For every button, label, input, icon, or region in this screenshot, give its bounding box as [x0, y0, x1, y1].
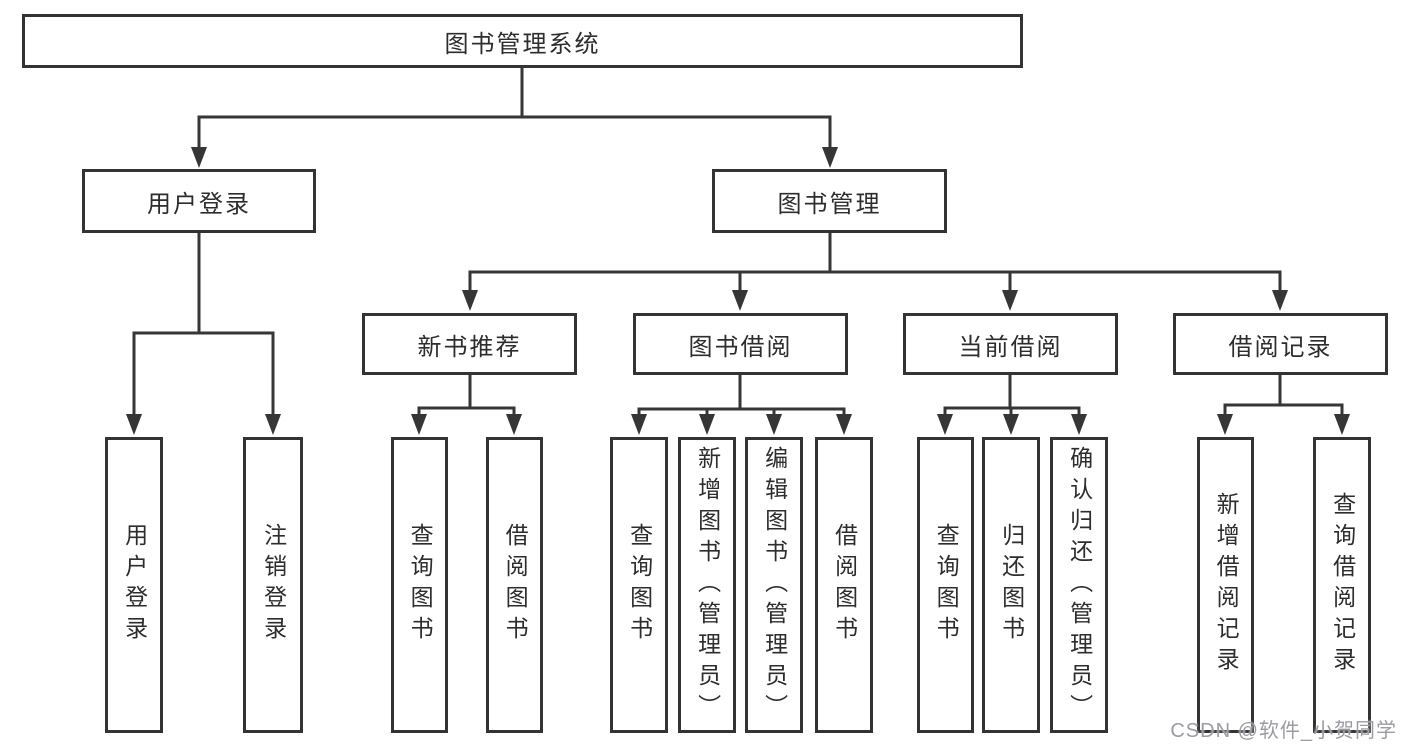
leaf-query-books-current: 查询图书 [917, 437, 974, 733]
leaf-label: 注销登录 [260, 523, 287, 647]
leaf-label: 查询图书 [407, 523, 434, 647]
leaf-add-book-admin: 新增图书（管理员） [678, 437, 736, 733]
leaf-query-borrow-record: 查询借阅记录 [1313, 437, 1371, 733]
leaf-label: 用户登录 [121, 523, 148, 647]
leaf-query-books-recommend: 查询图书 [391, 437, 448, 733]
node-current-borrowing: 当前借阅 [903, 313, 1118, 375]
leaf-label: 借阅图书 [831, 523, 858, 647]
leaf-label: 查询图书 [626, 523, 653, 647]
node-label: 图书借阅 [688, 333, 793, 361]
node-label: 图书管理系统 [444, 30, 601, 58]
leaf-label: 新增借阅记录 [1213, 492, 1240, 678]
csdn-watermark: CSDN @软件_小贺同学 [1170, 720, 1397, 742]
node-book-borrowing: 图书借阅 [633, 313, 848, 375]
node-new-book-recommend: 新书推荐 [362, 313, 577, 375]
leaf-logout: 注销登录 [243, 437, 303, 733]
node-borrowing-records: 借阅记录 [1173, 313, 1388, 375]
node-label: 用户登录 [147, 190, 251, 218]
leaf-label: 查询图书 [933, 523, 960, 647]
leaf-label: 借阅图书 [502, 523, 529, 647]
node-label: 图书管理 [777, 190, 882, 218]
node-label: 当前借阅 [958, 333, 1063, 361]
node-user-login: 用户登录 [82, 169, 316, 233]
leaf-label: 确认归还（管理员） [1066, 445, 1093, 725]
leaf-confirm-return-admin: 确认归还（管理员） [1050, 437, 1108, 733]
node-label: 新书推荐 [417, 333, 522, 361]
leaf-label: 查询借阅记录 [1329, 492, 1356, 678]
leaf-borrow-books: 借阅图书 [815, 437, 873, 733]
leaf-add-borrow-record: 新增借阅记录 [1197, 437, 1254, 733]
leaf-user-login: 用户登录 [105, 437, 163, 733]
leaf-query-books-borrow: 查询图书 [610, 437, 668, 733]
node-label: 借阅记录 [1228, 333, 1333, 361]
node-book-management: 图书管理 [712, 169, 947, 233]
leaf-return-book: 归还图书 [982, 437, 1040, 733]
leaf-edit-book-admin: 编辑图书（管理员） [745, 437, 803, 733]
leaf-label: 新增图书（管理员） [694, 445, 721, 725]
node-library-system: 图书管理系统 [22, 14, 1023, 68]
leaf-label: 编辑图书（管理员） [761, 445, 788, 725]
leaf-label: 归还图书 [998, 523, 1025, 647]
leaf-borrow-books-recommend: 借阅图书 [486, 437, 543, 733]
